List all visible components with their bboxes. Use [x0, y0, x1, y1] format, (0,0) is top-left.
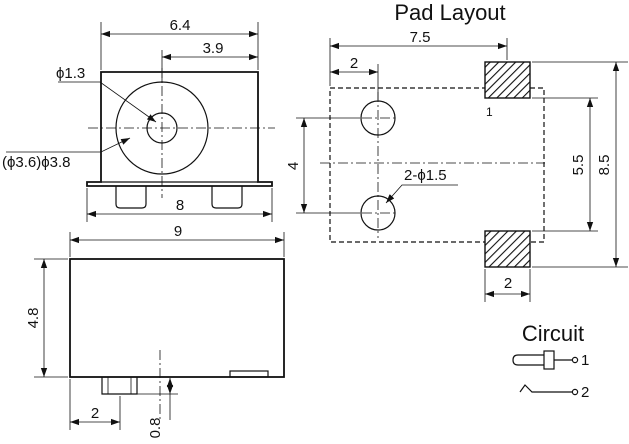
front-right-pin	[211, 186, 243, 209]
leader-phi-1-3	[58, 81, 157, 123]
side-contact-strip	[229, 370, 269, 378]
circuit-pin-1-label: 1	[581, 352, 589, 369]
pad-layout-title: Pad Layout	[394, 0, 505, 25]
leader-2-phi-1-5	[385, 184, 458, 204]
front-view: 6.4 3.9 ϕ1.3 (ϕ3.6)ϕ3.8 8	[2, 17, 275, 222]
dim-label-tab-2: 2	[91, 405, 99, 422]
side-body-outline	[69, 258, 285, 378]
dim-label-2-phi-1-5: 2-ϕ1.5	[404, 167, 447, 184]
dim-label-4: 4	[285, 162, 302, 170]
dim-label-8-5: 8.5	[596, 155, 613, 176]
pad-2	[484, 230, 531, 268]
dim-label-phi-3-8: (ϕ3.6)ϕ3.8	[2, 154, 71, 171]
circuit-jack-sleeve	[512, 354, 544, 366]
pad-outline-dashed	[329, 87, 545, 243]
dim-label-phi-1-3: ϕ1.3	[56, 65, 85, 82]
dim-label-4-8: 4.8	[25, 308, 42, 329]
bottom-view: 9 4.8 2 0.8	[25, 223, 285, 439]
circuit-terminal-1	[571, 356, 579, 364]
dim-label-6-4: 6.4	[170, 17, 191, 34]
leader-phi-3-8	[6, 137, 131, 153]
dim-label-0-8: 0.8	[147, 418, 164, 439]
dim-label-hole-2: 2	[350, 55, 358, 72]
circuit-title: Circuit	[522, 321, 584, 346]
dim-label-8: 8	[176, 197, 184, 214]
circuit-jack-pin	[543, 350, 555, 370]
circuit-contact-spring	[519, 384, 572, 393]
dim-label-5-5: 5.5	[570, 155, 587, 176]
circuit-terminal-2	[571, 388, 579, 396]
dim-label-9: 9	[174, 223, 182, 240]
front-left-pin	[115, 186, 147, 209]
front-body-outline	[86, 71, 273, 187]
dim-label-3-9: 3.9	[203, 40, 224, 57]
pad-1	[484, 61, 531, 99]
dim-label-7-5: 7.5	[410, 29, 431, 46]
circuit: Circuit 1 2	[512, 321, 589, 401]
side-tab	[101, 377, 138, 395]
circuit-pin-2-label: 2	[581, 384, 589, 401]
pad-1-label: 1	[486, 105, 493, 119]
dim-label-pad-2: 2	[504, 275, 512, 292]
pad-layout: Pad Layout 1 7.5 2 4 2-ϕ1.5 5.5	[285, 0, 628, 302]
